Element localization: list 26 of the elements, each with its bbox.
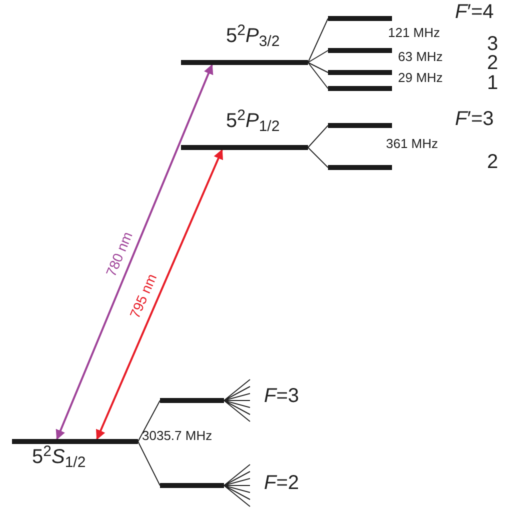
splitting-line (308, 62, 328, 89)
level-label: 2 (487, 53, 498, 73)
frequency-label: 121 MHz (388, 26, 440, 39)
frequency-label: 63 MHz (398, 50, 443, 63)
frequency-label: 3035.7 MHz (142, 429, 212, 442)
splitting-line (138, 441, 160, 486)
level-label: 5$^{2}$P$_{3/2}$ (226, 26, 280, 46)
level-label: 2 (487, 152, 498, 172)
splitting-line (308, 147, 328, 168)
level-label: 5$^{2}$S$_{1/2}$ (32, 447, 86, 467)
level-label: F′=3 (455, 109, 494, 129)
frequency-label: 29 MHz (398, 71, 443, 84)
splitting-line (308, 50, 328, 63)
frequency-label: 361 MHz (386, 137, 438, 150)
transition-arrow (56, 64, 214, 440)
splitting-line (308, 125, 328, 148)
level-label: 1 (487, 73, 498, 93)
level-label: F=3 (264, 386, 300, 406)
level-label: F′=4 (455, 2, 494, 22)
splitting-line (308, 62, 328, 73)
transition-arrow (96, 149, 224, 440)
level-label: 3 (487, 34, 498, 54)
level-label: F=2 (264, 473, 300, 493)
splitting-line (138, 400, 160, 442)
level-label: 5$^{2}$P$_{1/2}$ (226, 111, 280, 131)
splitting-line (308, 18, 328, 63)
